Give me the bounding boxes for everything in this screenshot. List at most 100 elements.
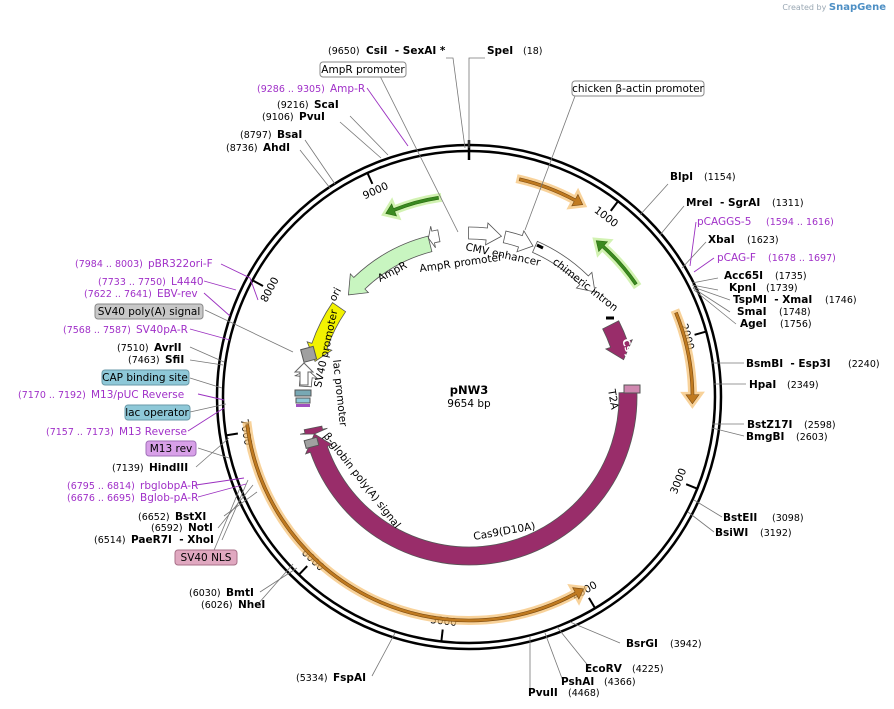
- tick-mark: [298, 565, 308, 576]
- enzyme-paer7i-xhoi[interactable]: (6514) PaeR7I - XhoI: [94, 534, 214, 546]
- actin-end-tick: [536, 243, 544, 250]
- enzyme-ecorv[interactable]: EcoRV (4225): [585, 663, 664, 675]
- primer-pcaggs-5[interactable]: pCAGGS-5 (1594 .. 1616): [697, 216, 834, 228]
- enzyme-noti[interactable]: (6592) NotI: [151, 522, 213, 534]
- feature-label-chimeric-intron: chimeric intron: [550, 256, 620, 314]
- enzyme-pshai[interactable]: PshAI (4366): [561, 676, 636, 688]
- enzyme-avrii[interactable]: (7510) AvrII: [117, 342, 182, 354]
- tick-mark: [225, 432, 239, 437]
- enzyme-bmgbi[interactable]: BmgBI (2603): [746, 431, 828, 443]
- primer-pcag-f[interactable]: pCAG-F (1678 .. 1697): [717, 252, 836, 264]
- enzyme-bsiwi[interactable]: BsiWI (3192): [715, 527, 792, 539]
- enzyme-name: TspMI - XmaI: [733, 294, 812, 306]
- feature-label-ori: ori: [327, 286, 344, 304]
- primer-ebv-rev[interactable]: (7622 .. 7641) EBV-rev: [84, 288, 198, 300]
- enzyme-tspmi-xmai[interactable]: TspMI - XmaI (1746): [733, 294, 857, 306]
- tick-mark: [251, 279, 264, 287]
- boxed-text-m13-rev: M13 rev: [150, 443, 193, 455]
- feature-cas9-d10a-[interactable]: [304, 391, 638, 566]
- feature-chicken-beta-actin-promoter[interactable]: [502, 229, 534, 253]
- enzyme-pos: (7139): [112, 463, 144, 474]
- primer-name: pCAGGS-5: [697, 216, 751, 228]
- enzyme-acc65i[interactable]: Acc65I (1735): [724, 270, 807, 282]
- primer-m13-reverse[interactable]: (7157 .. 7173) M13 Reverse: [46, 426, 187, 438]
- enzyme-smai[interactable]: SmaI (1748): [737, 306, 811, 318]
- feature-beta-globin-poly-a-signal[interactable]: [299, 425, 328, 435]
- primer-l4440[interactable]: (7733 .. 7750) L4440: [98, 276, 204, 288]
- primer-pos: (6676 .. 6695): [67, 493, 135, 504]
- feature-chimeric-intron[interactable]: [532, 240, 596, 293]
- boxed-label-m13-rev: M13 rev: [145, 440, 197, 457]
- enzyme-name: Acc65I: [724, 270, 763, 282]
- enzyme-fspai[interactable]: (5334) FspAI: [296, 672, 366, 684]
- leader-lines: [189, 57, 746, 692]
- feature-ampr-promoter[interactable]: [428, 226, 441, 248]
- green-arrow-intron-outer[interactable]: [595, 240, 638, 286]
- enzyme-pos: (6652): [138, 512, 170, 523]
- enzyme-hindiii[interactable]: (7139) HindIII: [112, 462, 188, 474]
- plasmid-size: 9654 bp: [447, 398, 491, 410]
- primer-amp-r[interactable]: (9286 .. 9305) Amp-R: [257, 83, 365, 95]
- enzyme-name: BsmBI - Esp3I: [746, 358, 831, 370]
- boxed-text-sv40-nls: SV40 NLS: [181, 552, 232, 564]
- orf-arrow-orf-right[interactable]: [674, 311, 700, 405]
- enzyme-bmti[interactable]: (6030) BmtI: [189, 587, 254, 599]
- enzyme-pos: (2240): [848, 359, 880, 370]
- enzyme-bsai[interactable]: (8797) BsaI: [240, 129, 302, 141]
- enzyme-csii-sexai[interactable]: (9650) CsiI - SexAI *: [328, 45, 446, 57]
- enzyme-agei[interactable]: AgeI (1756): [740, 318, 812, 330]
- enzyme-bsteii[interactable]: BstEII (3098): [723, 512, 804, 524]
- enzyme-bstz17i[interactable]: BstZ17I (2598): [747, 419, 836, 431]
- enzyme-srei-sgrai[interactable]: MreI - SgrAI (1311): [686, 197, 804, 209]
- primer-m13-puc-reverse[interactable]: (7170 .. 7192) M13/pUC Reverse: [18, 389, 184, 401]
- enzyme-name: SmaI: [737, 306, 767, 318]
- orf-arrow-orf-top[interactable]: [518, 177, 584, 207]
- enzyme-pos: (6026): [201, 600, 233, 611]
- feature-ampr[interactable]: [347, 235, 433, 296]
- primer-pbr322ori-f[interactable]: (7984 .. 8003) pBR322ori-F: [75, 258, 213, 270]
- enzyme-xbai[interactable]: XbaI (1623): [708, 234, 779, 246]
- feature-cmv-enhancer[interactable]: [468, 222, 503, 246]
- enzyme-kpni[interactable]: KpnI (1739): [729, 282, 798, 294]
- enzyme-sfii[interactable]: (7463) SfiI: [128, 354, 184, 366]
- primer-rbglobpa-r[interactable]: (6795 .. 6814) rbglobpA-R: [67, 480, 198, 492]
- enzyme-name: HpaI: [749, 379, 776, 391]
- enzyme-pos: (1735): [775, 271, 807, 282]
- enzyme-pvuii[interactable]: PvuII (4468): [528, 687, 600, 699]
- primer-bglob-pa-r[interactable]: (6676 .. 6695) Bglob-pA-R: [67, 492, 198, 504]
- enzyme-nhei[interactable]: (6026) NheI: [201, 599, 265, 611]
- tick-mark: [609, 200, 619, 212]
- primer-pos: (1678 .. 1697): [768, 253, 836, 264]
- feature-csy4[interactable]: [602, 320, 633, 361]
- primer-name: rbglobpA-R: [140, 480, 198, 492]
- enzyme-bsrgi[interactable]: BsrGI (3942): [626, 638, 702, 650]
- enzyme-name: SpeI: [487, 45, 513, 57]
- feature-arrows: [293, 222, 638, 566]
- enzyme-name: BsrGI: [626, 638, 658, 650]
- enzyme-name: AgeI: [740, 318, 767, 330]
- enzyme-blpi[interactable]: BlpI (1154): [670, 171, 736, 183]
- enzyme-hpai[interactable]: HpaI (2349): [749, 379, 819, 391]
- enzyme-pos: (6514): [94, 535, 126, 546]
- brand-name: SnapGene: [828, 2, 886, 13]
- t2a-marker: [623, 384, 641, 394]
- primer-sv40pa-r[interactable]: (7568 .. 7587) SV40pA-R: [63, 324, 188, 336]
- enzyme-bstxi[interactable]: (6652) BstXI: [138, 511, 206, 523]
- brand-prefix: Created by: [782, 3, 827, 12]
- primer-lines: [187, 87, 715, 498]
- feature-ori[interactable]: [306, 302, 347, 362]
- primer-pos: (6795 .. 6814): [67, 481, 135, 492]
- boxed-label-chicken-actin: chicken β-actin promoter: [571, 80, 705, 97]
- orf-arrow-orf-bottom[interactable]: [245, 424, 585, 623]
- enzyme-spei[interactable]: SpeI (18): [487, 45, 543, 57]
- enzyme-name: PvuII: [528, 687, 558, 699]
- enzyme-bsmbi-esp3i[interactable]: BsmBI - Esp3I (2240): [746, 358, 880, 370]
- green-arrow-ampr-outer[interactable]: [385, 196, 440, 217]
- enzyme-pvui[interactable]: (9106) PvuI: [262, 111, 325, 123]
- boxed-label-ampr-promoter: AmpR promoter: [319, 61, 407, 78]
- enzyme-name: ScaI: [314, 99, 339, 111]
- tick-mark: [685, 483, 698, 490]
- enzyme-scai[interactable]: (9216) ScaI: [277, 99, 339, 111]
- enzyme-ahdi[interactable]: (8736) AhdI: [226, 142, 290, 154]
- enzyme-name: BmgBI: [746, 431, 784, 443]
